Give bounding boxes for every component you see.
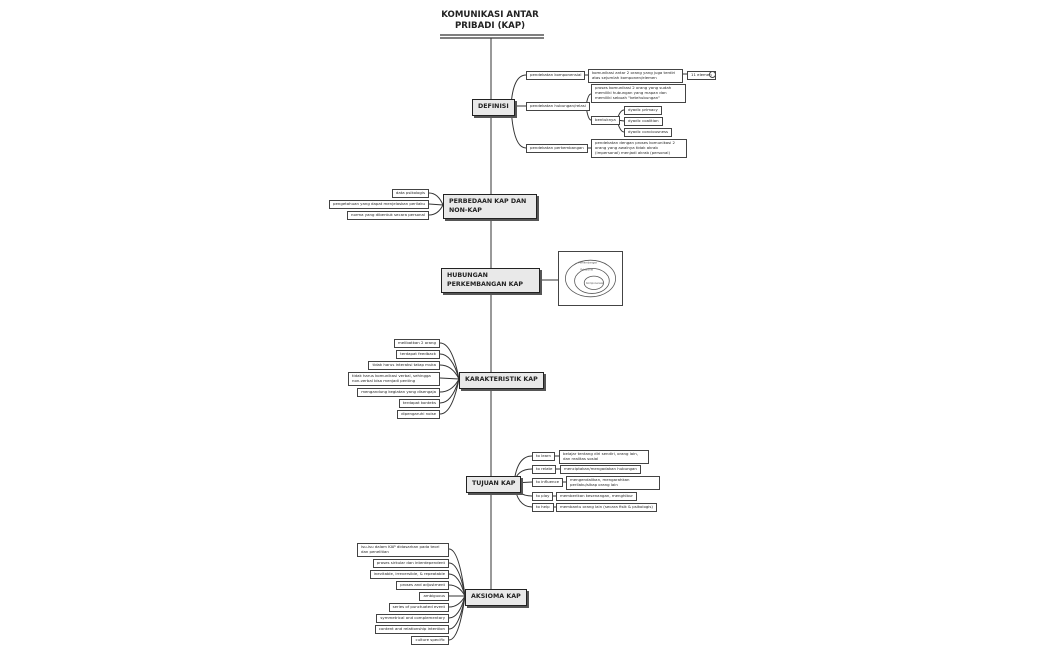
- karakteristik-item-2[interactable]: terdapat feedback: [396, 350, 440, 359]
- hubungan-perkembangan-node[interactable]: HUBUNGAN PERKEMBANGAN KAP: [441, 268, 540, 293]
- aksioma-item-7[interactable]: symmetrical and complementary: [376, 614, 449, 623]
- aksioma-item-3[interactable]: inevitable, irreversible, & repeatable: [369, 570, 449, 579]
- komponensial-node[interactable]: pendekatan komponensial: [526, 71, 586, 80]
- bentuknya-node[interactable]: bentuknya: [591, 116, 620, 125]
- karakteristik-item-4[interactable]: tidak harus komunikasi verbal, sehingga …: [348, 372, 440, 386]
- komponensial-desc[interactable]: komunikasi antar 2 orang yang juga terdi…: [588, 69, 683, 83]
- aksioma-item-8[interactable]: content and relationship intention: [374, 625, 449, 634]
- nested-ellipse-diagram: Perkembangan Relasional Komponensial: [558, 251, 623, 306]
- aksioma-item-9[interactable]: culture specific: [411, 636, 449, 645]
- tujuan-influence[interactable]: to influence: [532, 478, 563, 487]
- dyadic-conciousness[interactable]: dyadic conciousness: [624, 128, 673, 137]
- tujuan-play-desc[interactable]: memberikan kesenangan, menghibur: [556, 492, 638, 501]
- karakteristik-item-5[interactable]: mengandung kegiatan yang disengaja: [357, 388, 440, 397]
- tujuan-help-desc[interactable]: membantu orang lain (secara fisik & psik…: [556, 503, 657, 512]
- tujuan-node[interactable]: TUJUAN KAP: [466, 476, 522, 493]
- aksioma-item-6[interactable]: series of punctuated event: [388, 603, 449, 612]
- hubungan-relasi-desc[interactable]: proses komunikasi 2 orang yang sudah mem…: [591, 84, 686, 103]
- tujuan-influence-desc[interactable]: mengendalikan, mengarahkan perilaku/sika…: [566, 476, 660, 490]
- definisi-node[interactable]: DEFINISI: [472, 99, 515, 116]
- aksioma-item-1[interactable]: isu-isu dalam KAP didasarkan pada teori …: [357, 543, 449, 557]
- tujuan-relate-desc[interactable]: menciptakan/mengadakan hubungan: [560, 465, 641, 474]
- perbedaan-item-3[interactable]: norma yang dibentuk secara personal: [347, 211, 429, 220]
- tujuan-play[interactable]: to play: [532, 492, 554, 501]
- perbedaan-item-2[interactable]: pengetahuan yang dapat menjelaskan peril…: [329, 200, 429, 209]
- perbedaan-item-1[interactable]: data psikologis: [391, 189, 429, 198]
- tujuan-learn[interactable]: to learn: [532, 452, 555, 461]
- tujuan-help[interactable]: to help: [532, 503, 554, 512]
- map-title: KOMUNIKASI ANTAR PRIBADI (KAP): [441, 10, 539, 32]
- karakteristik-node[interactable]: KARAKTERISTIK KAP: [459, 372, 544, 389]
- diagram-label-komponensial: Komponensial: [586, 281, 604, 285]
- diagram-label-relasional: Relasional: [580, 267, 593, 271]
- aksioma-item-5[interactable]: ambiguous: [419, 592, 449, 601]
- hubungan-relasi-node[interactable]: pendekatan hubungan/relasi: [526, 102, 590, 111]
- karakteristik-item-3[interactable]: tidak harus interaksi tatap muka: [368, 361, 440, 370]
- karakteristik-item-7[interactable]: dipengaruhi noise: [397, 410, 440, 419]
- karakteristik-item-1[interactable]: melibatkan 2 orang: [393, 339, 440, 348]
- aksioma-node[interactable]: AKSIOMA KAP: [465, 589, 527, 606]
- aksioma-item-2[interactable]: proses sirkular dan interdependent: [372, 559, 449, 568]
- karakteristik-item-6[interactable]: terdapat konteks: [398, 399, 440, 408]
- aksioma-item-4[interactable]: proses and adjustment: [396, 581, 449, 590]
- collapse-toggle-icon[interactable]: [709, 71, 716, 78]
- perkembangan-desc[interactable]: pendekatan dengan proses komunikasi 2 or…: [591, 139, 687, 158]
- perkembangan-node[interactable]: pendekatan perkembangan: [526, 144, 588, 153]
- perbedaan-node[interactable]: PERBEDAAN KAP DAN NON-KAP: [443, 194, 537, 219]
- tujuan-learn-desc[interactable]: belajar tentang diri sendiri, orang lain…: [559, 450, 649, 464]
- diagram-label-perkembangan: Perkembangan: [578, 261, 597, 265]
- dyadic-coalition[interactable]: dyadic coalition: [624, 117, 663, 126]
- dyadic-primacy[interactable]: dyadic primacy: [624, 106, 662, 115]
- tujuan-relate[interactable]: to relate: [532, 465, 557, 474]
